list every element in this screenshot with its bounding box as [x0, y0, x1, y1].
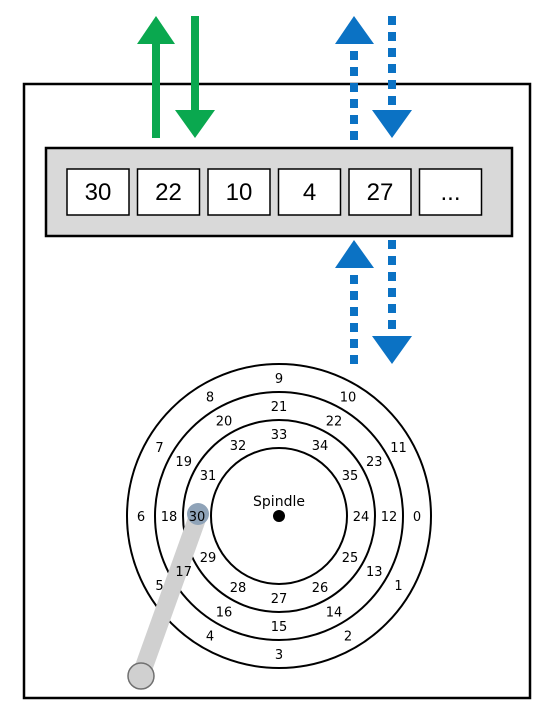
sector-label-5: 5: [155, 579, 163, 594]
sector-label-2: 2: [344, 630, 352, 645]
sector-label-23: 23: [366, 455, 383, 470]
sector-label-16: 16: [216, 605, 233, 620]
buffer-cell-value: 27: [367, 179, 394, 206]
green-up-arrow-icon: [137, 16, 175, 138]
sector-label-20: 20: [216, 415, 233, 430]
sector-label-33: 33: [271, 428, 288, 443]
sector-label-13: 13: [366, 565, 383, 580]
buffer-cell: [348, 168, 412, 216]
sector-label-28: 28: [230, 581, 247, 596]
sector-label-9: 9: [275, 372, 283, 387]
sector-label-0: 0: [413, 510, 421, 525]
spindle-ring: [210, 447, 348, 585]
sector-label-30: 30: [189, 510, 206, 525]
read-write-arm: [127, 503, 209, 690]
sector-label-12: 12: [381, 510, 398, 525]
blue-arrows-bottom: [335, 240, 412, 364]
arm-pivot: [127, 662, 155, 690]
sector-label-17: 17: [175, 565, 192, 580]
sector-label-15: 15: [271, 620, 288, 635]
blue-arrows-top: [335, 16, 412, 140]
sector-label-7: 7: [155, 441, 163, 456]
buffer-cell: [418, 168, 483, 216]
blue-up-arrow-icon: [335, 240, 374, 364]
buffer-cell-value: 10: [226, 179, 253, 206]
buffer-cell-value: 22: [155, 179, 182, 206]
sector-label-21: 21: [271, 400, 288, 415]
sector-label-27: 27: [271, 592, 288, 607]
arm-bar: [132, 512, 207, 679]
sector-label-8: 8: [206, 391, 214, 406]
blue-down-arrow-icon: [372, 16, 412, 138]
sector-label-26: 26: [312, 581, 329, 596]
buffer-cell-value: 30: [85, 179, 112, 206]
sector-label-11: 11: [390, 441, 407, 456]
sector-label-14: 14: [326, 605, 343, 620]
read-head: [187, 503, 209, 525]
sector-label-35: 35: [342, 469, 359, 484]
sector-label-10: 10: [340, 391, 357, 406]
buffer-cell: [207, 168, 271, 216]
sector-label-31: 31: [200, 469, 217, 484]
sector-label-1: 1: [394, 579, 402, 594]
buffer-cell-value: ...: [440, 179, 460, 206]
buffer-cells: 30 22 10 4 27...: [66, 168, 483, 216]
sector-label-32: 32: [230, 439, 247, 454]
buffer-cell: [136, 168, 201, 216]
inner-track-ring: [182, 419, 376, 613]
sector-label-24: 24: [353, 510, 370, 525]
buffer-cell: [66, 168, 130, 216]
green-arrows: [137, 16, 215, 138]
sector-label-34: 34: [312, 439, 329, 454]
green-down-arrow-icon: [175, 16, 215, 138]
sector-label-29: 29: [200, 551, 217, 566]
buffer-cell-value: 4: [303, 179, 316, 206]
sector-label-3: 3: [275, 648, 283, 663]
sector-label-18: 18: [161, 510, 178, 525]
sector-label-19: 19: [175, 455, 192, 470]
sector-label-25: 25: [342, 551, 359, 566]
middle-track-ring: [154, 391, 404, 641]
buffer-cell: [277, 168, 342, 216]
spindle-label: Spindle: [253, 494, 305, 510]
spindle-dot: [273, 510, 285, 522]
blue-down-arrow-icon: [372, 240, 412, 364]
sector-label-4: 4: [206, 630, 214, 645]
sector-labels: 0123456789101112131415161718192021222324…: [137, 372, 421, 663]
sector-label-22: 22: [326, 415, 343, 430]
sector-label-6: 6: [137, 510, 145, 525]
blue-up-arrow-icon: [335, 16, 374, 140]
